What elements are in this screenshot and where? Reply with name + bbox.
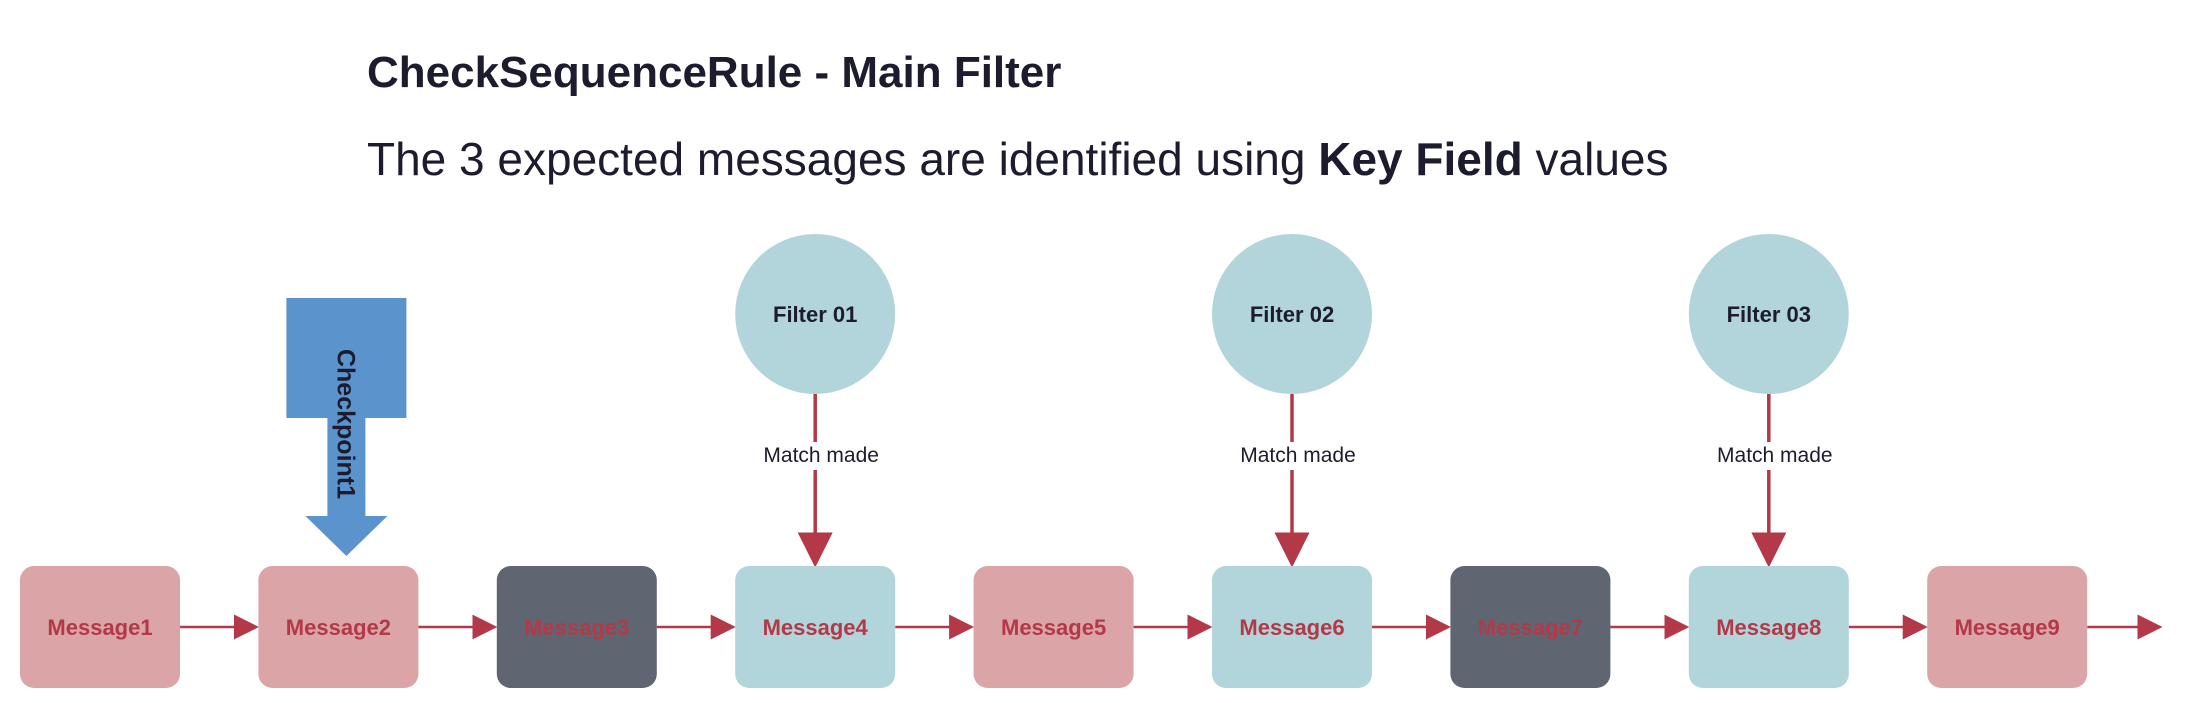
checkpoint-arrow: Checkpoint1 <box>286 298 407 556</box>
message-box <box>973 566 1134 688</box>
message-box <box>1927 566 2088 688</box>
match-label: Match made <box>1240 444 1356 467</box>
message-node-message7: Message7 <box>1450 566 1611 688</box>
message-label: Message3 <box>524 615 629 640</box>
message-layer: Message1 Message2 Message3 Message4 Message5… <box>20 566 2088 688</box>
message-label: Message7 <box>1478 615 1583 640</box>
subtitle-suffix: values <box>1522 133 1669 185</box>
filter-label: Filter 02 <box>1250 302 1334 327</box>
message-label: Message2 <box>286 615 391 640</box>
filter-node-filter-03: Filter 03 Match made <box>1688 234 1849 568</box>
message-node-message5: Message5 <box>973 566 1134 688</box>
message-box <box>1212 566 1372 688</box>
filter-node-filter-02: Filter 02 Match made <box>1212 234 1372 568</box>
message-node-message2: Message2 <box>258 566 419 688</box>
match-label: Match made <box>1717 444 1833 467</box>
message-label: Message4 <box>763 615 869 640</box>
checkpoint-shape <box>286 298 407 556</box>
message-box <box>20 566 180 688</box>
message-node-message6: Message6 <box>1212 566 1372 688</box>
subtitle-prefix: The 3 expected messages are identified u… <box>367 133 1319 185</box>
diagram-subtitle: The 3 expected messages are identified u… <box>367 132 1669 186</box>
subtitle-key-field: Key Field <box>1318 133 1523 185</box>
match-label: Match made <box>763 444 879 467</box>
message-box <box>496 566 657 688</box>
filter-node-filter-01: Filter 01 Match made <box>735 234 896 568</box>
filter-circle <box>1688 234 1849 394</box>
message-node-message8: Message8 <box>1688 566 1849 688</box>
message-label: Message9 <box>1955 615 2060 640</box>
message-node-message1: Message1 <box>20 566 180 688</box>
filter-label: Filter 03 <box>1727 302 1811 327</box>
filter-label: Filter 01 <box>773 302 857 327</box>
message-node-message9: Message9 <box>1927 566 2088 688</box>
match-label-bg <box>1228 442 1356 470</box>
filter-circle <box>735 234 896 394</box>
message-label: Message6 <box>1239 615 1344 640</box>
message-label: Message8 <box>1716 615 1821 640</box>
match-label-bg <box>751 442 880 470</box>
filter-circle <box>1212 234 1372 394</box>
message-label: Message1 <box>47 615 152 640</box>
message-node-message4: Message4 <box>735 566 896 688</box>
message-box <box>1688 566 1849 688</box>
message-box <box>258 566 419 688</box>
checkpoint-label: Checkpoint1 <box>331 349 359 499</box>
message-label: Message5 <box>1001 615 1106 640</box>
match-label-bg <box>1704 442 1833 470</box>
checkpoint-layer: Checkpoint1 <box>286 298 407 556</box>
message-box <box>735 566 896 688</box>
diagram-title: CheckSequenceRule - Main Filter <box>367 48 1062 97</box>
message-box <box>1450 566 1611 688</box>
message-node-message3: Message3 <box>496 566 657 688</box>
